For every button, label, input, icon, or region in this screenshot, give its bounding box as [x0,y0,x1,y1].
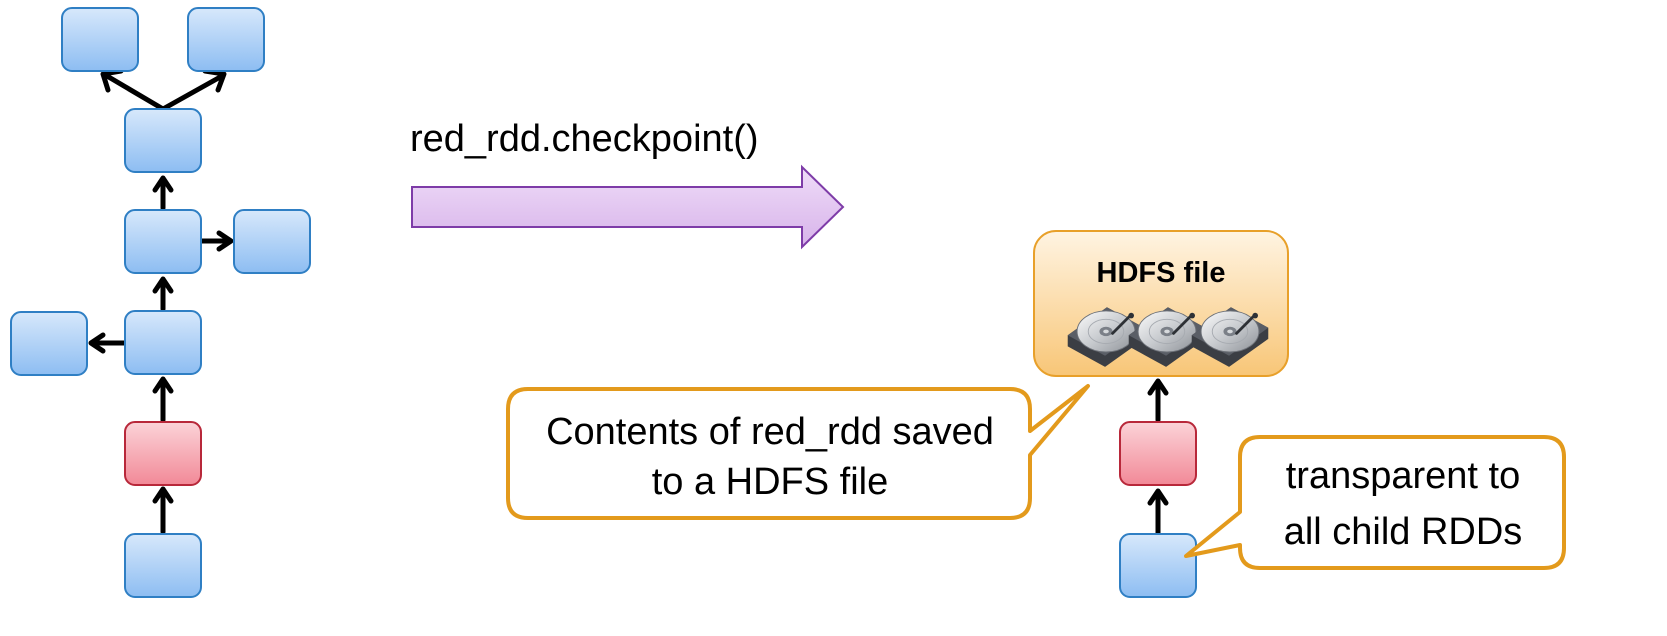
checkpointed-red-rdd-node [1119,421,1197,486]
rdd-node [124,108,202,173]
rdd-node [124,310,202,375]
lineage-graph [88,68,234,535]
hdfs-title: HDFS file [1097,257,1226,289]
rdd-node [124,533,202,598]
edge-up-to-red [1147,488,1169,536]
callout-saved-line1: Contents of red_rdd saved [546,411,994,453]
rdd-node [61,7,139,72]
edge-up-1 [152,175,174,211]
checkpoint-arrow [411,164,845,250]
callout-transparent-bubble [1184,435,1566,570]
rdd-nodes [10,7,311,598]
callout-saved-bubble [506,384,1090,520]
rdd-node [10,311,88,376]
edge-right [198,230,234,252]
edge-fork-left [100,68,166,112]
rdd-node [233,209,311,274]
red-rdd-node [124,421,202,486]
edge-up-3 [152,376,174,423]
callout-saved-line2: to a HDFS file [652,461,889,503]
callout-transparent-line2: all child RDDs [1284,511,1523,553]
edge-fork-right [160,68,227,112]
edge-left [88,332,128,354]
edge-up-4 [152,486,174,535]
edge-up-2 [152,276,174,312]
callout-saved: Contents of red_rdd saved to a HDFS file [506,384,1090,520]
hdfs-file: HDFS file [1033,230,1289,377]
edge-up-to-hdfs [1147,378,1169,423]
callout-transparent-line1: transparent to [1286,455,1520,497]
rdd-node [124,209,202,274]
callout-transparent: transparent to all child RDDs [1184,435,1566,570]
child-rdd-node [1119,533,1197,598]
right-chain-arrows [1147,378,1169,536]
rdd-node [187,7,265,72]
code-label: red_rdd.checkpoint() [410,118,759,160]
